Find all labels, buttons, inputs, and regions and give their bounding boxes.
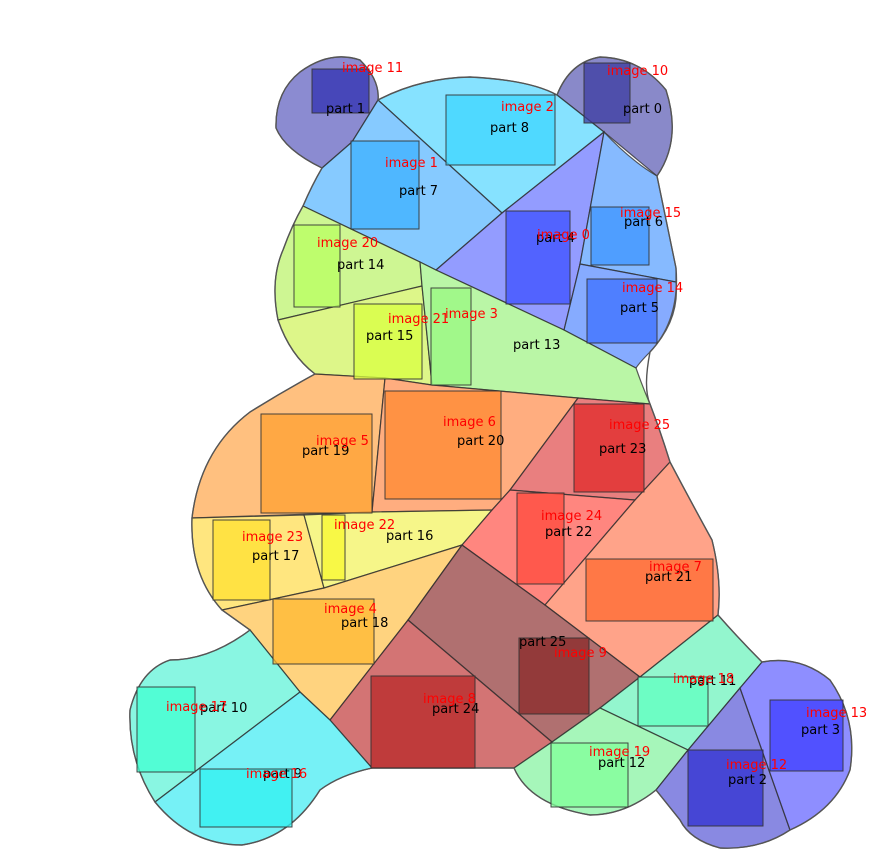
part-label: part 19 xyxy=(302,444,349,459)
part-label: part 4 xyxy=(536,231,575,246)
image-box-2 xyxy=(445,94,556,166)
image-label: image 19 xyxy=(589,745,650,760)
image-label: image 20 xyxy=(317,236,378,251)
teddy-bear-outline xyxy=(129,56,853,849)
image-box-19 xyxy=(550,742,629,808)
image-label: image 17 xyxy=(166,700,227,715)
image-box-8 xyxy=(370,675,476,769)
image-box-0 xyxy=(505,210,571,305)
image-label: image 7 xyxy=(649,560,702,575)
part-labels: part 0 part 1 part 2 part 3 part 4 part … xyxy=(200,102,840,788)
part-label: part 5 xyxy=(620,301,659,316)
image-box-6 xyxy=(384,390,502,500)
part-label: part 22 xyxy=(545,525,592,540)
image-boxes xyxy=(136,62,844,828)
image-box-24 xyxy=(516,492,565,585)
image-box-5 xyxy=(260,413,373,514)
image-label: image 6 xyxy=(443,415,496,430)
image-box-23 xyxy=(212,519,271,601)
image-box-12 xyxy=(687,749,764,827)
image-label: image 1 xyxy=(385,156,438,171)
image-box-3 xyxy=(430,287,472,386)
part-label: part 7 xyxy=(399,184,438,199)
image-box-16 xyxy=(199,768,293,828)
part-label: part 3 xyxy=(801,723,840,738)
image-label: image 24 xyxy=(541,509,602,524)
image-box-11 xyxy=(311,68,370,114)
image-box-1 xyxy=(350,140,420,230)
image-label: image 22 xyxy=(334,518,395,533)
image-box-20 xyxy=(293,224,341,308)
part-label: part 13 xyxy=(513,338,560,353)
part-label: part 15 xyxy=(366,329,413,344)
image-label: image 0 xyxy=(537,228,590,243)
image-box-22 xyxy=(321,514,346,581)
part-label: part 20 xyxy=(457,434,504,449)
part-label: part 17 xyxy=(252,549,299,564)
image-label: image 9 xyxy=(554,646,607,661)
part-label: part 8 xyxy=(490,121,529,136)
image-label: image 21 xyxy=(388,312,449,327)
part-label: part 6 xyxy=(624,215,663,230)
image-box-13 xyxy=(769,699,844,772)
image-box-14 xyxy=(586,278,658,344)
part-label: part 24 xyxy=(432,702,479,717)
image-box-7 xyxy=(585,558,714,622)
part-label: part 0 xyxy=(623,102,662,117)
image-label: image 3 xyxy=(445,307,498,322)
image-label: image 23 xyxy=(242,530,303,545)
part-label: part 25 xyxy=(519,635,566,650)
image-label: image 8 xyxy=(423,692,476,707)
part-label: part 2 xyxy=(728,773,767,788)
part-label: part 12 xyxy=(598,756,645,771)
image-box-17 xyxy=(136,686,196,773)
image-label: image 25 xyxy=(609,418,670,433)
image-label: image 11 xyxy=(342,61,403,76)
image-box-4 xyxy=(272,598,375,665)
image-labels: image 0 image 1 image 2 image 3 image 4 … xyxy=(166,61,867,782)
image-label: image 5 xyxy=(316,434,369,449)
image-box-9 xyxy=(518,637,590,715)
image-label: image 12 xyxy=(726,758,787,773)
part-label: part 16 xyxy=(386,529,433,544)
image-label: image 15 xyxy=(620,206,681,221)
image-label: image 18 xyxy=(673,672,734,687)
part-label: part 23 xyxy=(599,442,646,457)
part-label: part 18 xyxy=(341,616,388,631)
image-box-15 xyxy=(590,206,650,266)
image-label: image 13 xyxy=(806,706,867,721)
part-label: part 11 xyxy=(689,674,736,689)
part-label: part 9 xyxy=(263,767,302,782)
image-label: image 14 xyxy=(622,281,683,296)
image-label: image 2 xyxy=(501,100,554,115)
part-label: part 14 xyxy=(337,258,384,273)
image-box-21 xyxy=(353,303,423,380)
part-label: part 1 xyxy=(326,102,365,117)
part-label: part 21 xyxy=(645,570,692,585)
image-box-10 xyxy=(583,62,631,124)
image-box-25 xyxy=(573,403,645,493)
image-label: image 4 xyxy=(324,602,377,617)
image-label: image 10 xyxy=(607,64,668,79)
image-label: image 16 xyxy=(246,767,307,782)
image-box-18 xyxy=(637,676,709,727)
part-label: part 10 xyxy=(200,701,247,716)
